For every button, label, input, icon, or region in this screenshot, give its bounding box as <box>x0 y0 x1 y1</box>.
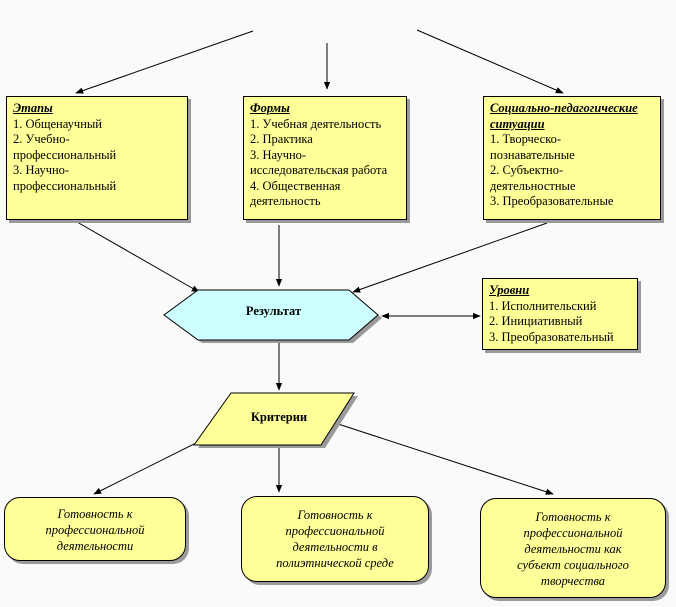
stages-box: Этапы 1. Общенаучный 2. Учебно- професси… <box>6 96 188 220</box>
stages-item: 1. Общенаучный <box>13 116 102 131</box>
arrow-stages-to-result <box>76 221 200 293</box>
readiness-line: полиэтнической среде <box>276 556 394 570</box>
stages-title: Этапы <box>13 101 53 115</box>
levels-box: Уровни 1. Исполнительский 2. Инициативны… <box>482 278 638 350</box>
readiness-line: деятельности <box>56 539 134 553</box>
readiness-box-3: Готовность к профессиональной деятельнос… <box>480 498 666 598</box>
arrow-criteria-to-readiness-3 <box>331 421 554 495</box>
readiness-line: деятельности как <box>524 542 622 556</box>
forms-item: 2. Практика <box>250 132 313 146</box>
readiness-line: Готовность к <box>57 507 133 521</box>
levels-item: 1. Исполнительский <box>489 298 597 313</box>
result-label: Результат <box>245 304 302 318</box>
forms-box: Формы 1. Учебная деятельность 2. Практик… <box>243 96 407 220</box>
readiness-line: профессиональной <box>285 524 385 538</box>
forms-item: 3. Научно- <box>250 147 307 162</box>
arrow-top-to-situations <box>416 29 564 94</box>
forms-item: исследовательская работа <box>250 163 388 177</box>
readiness-line: Готовность к <box>535 510 611 524</box>
criteria-parallelogram <box>193 392 355 446</box>
readiness-line: профессиональной <box>45 523 145 537</box>
forms-item: деятельность <box>250 194 321 208</box>
readiness-line: профессиональной <box>523 526 623 540</box>
levels-item: 2. Инициативный <box>489 314 583 328</box>
levels-item: 3. Преобразовательный <box>489 329 614 344</box>
readiness-box-1: Готовность к профессиональной деятельнос… <box>4 497 186 561</box>
forms-item: 4. Общественная <box>250 178 341 193</box>
criteria-label: Критерии <box>250 410 308 424</box>
situations-title: Социально-педагогические <box>490 101 638 115</box>
readiness-line: творчества <box>540 574 606 588</box>
readiness-line: деятельности в <box>292 540 378 554</box>
result-hexagon <box>163 289 379 341</box>
situations-item: 2. Субъектно- <box>490 163 564 177</box>
arrow-situations-to-result <box>352 222 548 293</box>
arrow-top-to-stages <box>75 30 254 94</box>
forms-item: 1. Учебная деятельность <box>250 116 382 131</box>
readiness-line: субъект социального <box>517 558 629 572</box>
situations-item: деятельностные <box>490 178 576 193</box>
readiness-box-2: Готовность к профессиональной деятельнос… <box>241 496 429 582</box>
stages-item: профессиональный <box>13 147 117 162</box>
readiness-line: Готовность к <box>297 508 373 522</box>
situations-title-cont: ситуации <box>490 116 545 131</box>
situations-item: познавательные <box>490 147 575 162</box>
stages-item: 3. Научно- <box>13 163 70 177</box>
situations-item: 1. Творческо- <box>490 132 562 146</box>
forms-title: Формы <box>250 101 290 115</box>
stages-item: профессиональный <box>13 178 117 193</box>
levels-title: Уровни <box>489 283 530 297</box>
situations-item: 3. Преобразовательные <box>490 194 614 208</box>
stages-item: 2. Учебно- <box>13 132 70 146</box>
situations-box: Социально-педагогические ситуации 1. Тво… <box>483 96 661 220</box>
